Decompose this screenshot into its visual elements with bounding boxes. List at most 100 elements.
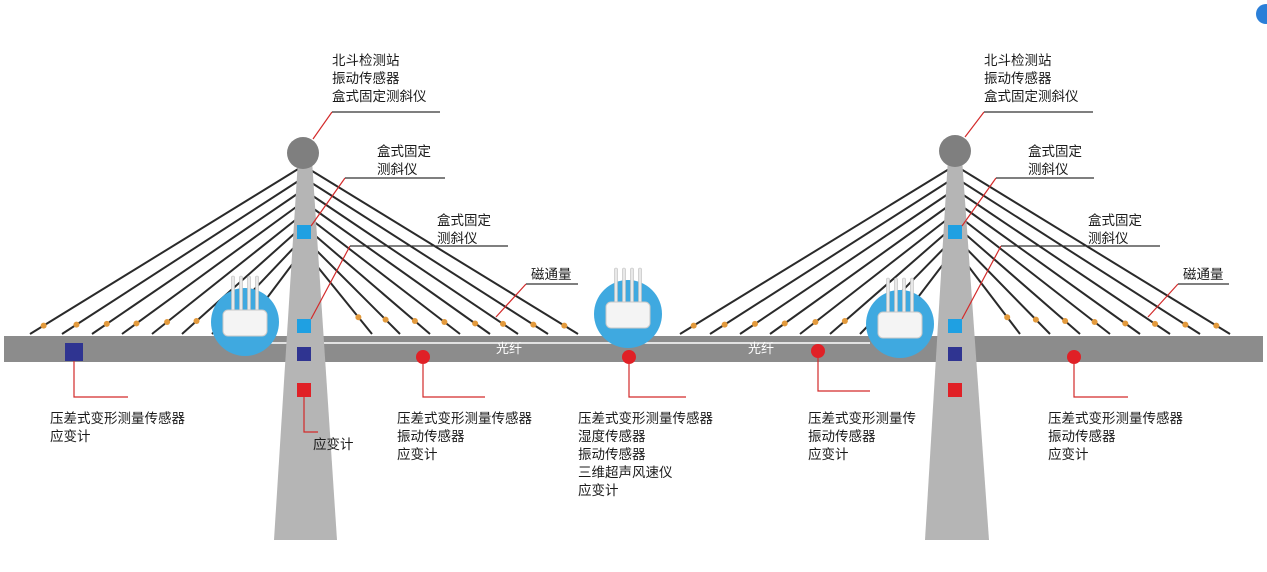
stay-cable <box>303 189 519 335</box>
wireless-gateway-icon <box>866 277 934 358</box>
antenna <box>231 275 235 313</box>
label-strain-left-tower: 应变计 <box>313 437 354 453</box>
stay-cable <box>709 177 955 335</box>
stay-cable <box>303 201 491 335</box>
cable-sensor-dot <box>441 319 448 325</box>
antenna <box>886 277 890 315</box>
stay-cable <box>303 213 461 335</box>
stay-cable <box>769 201 955 335</box>
antenna <box>910 277 914 315</box>
cable-sensor-dot <box>164 319 171 325</box>
label-magnetic-flux-left: 磁通量 <box>531 267 572 283</box>
cable-sensor-dot <box>841 318 848 325</box>
label-tower-top-left: 北斗检测站振动传感器盒式固定测斜仪 <box>332 53 427 105</box>
cable-sensor-dot <box>1032 316 1039 323</box>
right-tower-cap-station <box>939 135 971 167</box>
stay-cable <box>955 201 1141 335</box>
gateway-body <box>222 309 268 337</box>
antenna <box>894 277 898 315</box>
cable-sensor-dot <box>530 321 537 328</box>
cable-sensor-dot <box>73 321 80 328</box>
label-bottom-far-right: 压差式变形测量传感器振动传感器应变计 <box>1048 411 1183 463</box>
gateway-body <box>877 311 923 339</box>
inclinometer-marker <box>297 225 311 239</box>
cable-sensor-dot <box>1004 314 1011 321</box>
cable-sensor-dot <box>500 320 507 327</box>
label-tower-top-right: 北斗检测站振动传感器盒式固定测斜仪 <box>984 53 1079 105</box>
stay-cable <box>121 201 304 335</box>
gateway-body <box>605 301 651 329</box>
left-tower-cap-station <box>287 137 319 169</box>
stay-cable <box>91 189 304 335</box>
antenna <box>902 277 906 315</box>
wireless-gateway-icon <box>594 267 662 348</box>
stay-cable <box>799 213 955 335</box>
antenna <box>638 267 642 305</box>
label-optical-fiber-left: 光纤 <box>496 342 523 357</box>
cable-sensor-dot <box>751 320 758 327</box>
cable-sensor-dot <box>781 320 788 327</box>
antenna <box>622 267 626 305</box>
antenna <box>239 275 243 313</box>
stay-cable <box>151 213 304 335</box>
label-bottom-mid-left: 压差式变形测量传感器振动传感器应变计 <box>397 411 532 463</box>
stay-cable <box>739 189 955 335</box>
stay-cable <box>679 165 955 335</box>
cables-right-tower-right-side <box>955 165 1231 335</box>
label-bottom-center: 压差式变形测量传感器湿度传感器振动传感器三维超声风速仪应变计 <box>578 411 713 499</box>
stay-cable <box>29 165 304 335</box>
label-bottom-mid-right: 压差式变形测量传振动传感器应变计 <box>808 411 916 463</box>
inclinometer-marker <box>948 225 962 239</box>
stay-cable <box>303 177 549 335</box>
cable-sensor-dot <box>561 322 568 329</box>
cable-sensor-dot <box>1152 320 1159 327</box>
cable-sensor-dot <box>721 321 728 328</box>
cable-sensor-dot <box>1213 322 1220 329</box>
cable-sensor-dot <box>40 322 47 329</box>
stay-cable <box>955 225 1081 335</box>
cable-sensor-dot <box>382 316 389 323</box>
strain-gauge-marker <box>416 350 430 364</box>
wireless-gateway-icon <box>211 275 279 356</box>
antenna <box>247 275 251 313</box>
cable-sensor-dot <box>1091 319 1098 325</box>
label-inclinometer-lower-left: 盒式固定测斜仪 <box>437 213 491 247</box>
strain-gauge-marker <box>297 383 311 397</box>
pressure-sensor-marker <box>948 347 962 361</box>
antenna <box>630 267 634 305</box>
stay-cable <box>955 189 1171 335</box>
cable-sensor-dot <box>411 318 418 325</box>
antenna <box>614 267 618 305</box>
stay-cable <box>303 165 579 335</box>
cable-sensor-dot <box>1182 321 1189 328</box>
cable-sensor-dot <box>133 320 140 327</box>
cable-sensor-dot <box>812 319 819 325</box>
label-inclinometer-lower-right: 盒式固定测斜仪 <box>1088 213 1142 247</box>
cable-sensor-dot <box>690 322 697 329</box>
cable-sensor-dot <box>472 320 479 327</box>
antenna <box>255 275 259 313</box>
label-magnetic-flux-right: 磁通量 <box>1183 267 1224 283</box>
stay-cable <box>955 177 1201 335</box>
label-inclinometer-upper-right: 盒式固定测斜仪 <box>1028 144 1082 178</box>
strain-gauge-marker <box>811 344 825 358</box>
label-optical-fiber-right: 光纤 <box>748 342 775 357</box>
pressure-sensor-marker <box>297 347 311 361</box>
inclinometer-marker <box>948 319 962 333</box>
strain-gauge-marker <box>948 383 962 397</box>
inclinometer-marker <box>297 319 311 333</box>
leader-lines <box>73 111 1229 433</box>
stay-cable <box>955 165 1231 335</box>
stay-cable <box>955 213 1111 335</box>
cable-sensor-dot <box>1122 320 1129 327</box>
pressure-sensor-marker <box>65 343 83 361</box>
info-circle-icon[interactable] <box>1256 4 1267 24</box>
label-bottom-far-left: 压差式变形测量传感器应变计 <box>50 411 185 445</box>
cable-sensor-dot <box>1062 318 1069 325</box>
cable-sensor-dot <box>193 318 200 325</box>
cables-left-tower-right-side <box>303 165 579 335</box>
cable-sensor-dot <box>103 320 110 327</box>
label-inclinometer-upper-left: 盒式固定测斜仪 <box>377 144 431 178</box>
cable-sensor-dot <box>355 314 362 321</box>
